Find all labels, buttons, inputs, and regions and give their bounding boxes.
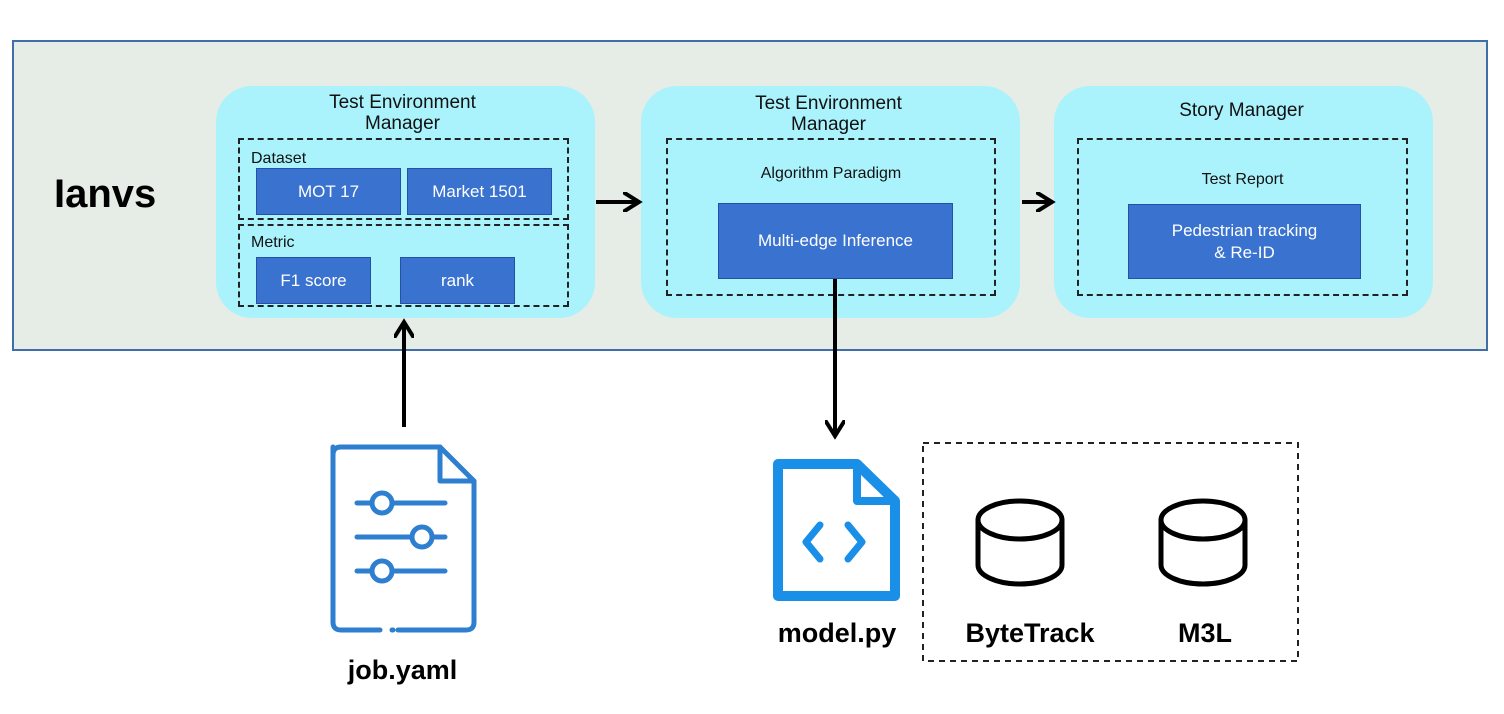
story-manager-panel: [1054, 86, 1433, 318]
job-config-file-icon: [330, 444, 477, 633]
database-icon: [975, 498, 1065, 587]
ianvs-title: Ianvs: [54, 172, 157, 216]
dataset-market1501: Market 1501: [407, 168, 552, 215]
panel-2-title: Test Environment Manager: [755, 93, 902, 135]
algorithm-paradigm-label: Algorithm Paradigm: [760, 165, 902, 182]
metric-group: [238, 224, 569, 307]
story-manager-title: Story Manager: [1179, 100, 1304, 121]
algorithm-bytetrack: ByteTrack: [965, 618, 1095, 648]
pedestrian-tracking-box: Pedestrian tracking & Re-ID: [1128, 204, 1361, 279]
algorithm-paradigm-group: [666, 138, 996, 296]
dataset-label: Dataset: [251, 150, 307, 167]
metric-rank: rank: [400, 257, 515, 304]
test-report-label: Test Report: [1201, 171, 1284, 188]
test-env-manager-panel-2: [641, 86, 1020, 318]
model-py-label: model.py: [777, 618, 897, 648]
metric-label: Metric: [251, 234, 295, 251]
job-yaml-label: job.yaml: [347, 655, 458, 685]
code-file-icon: [773, 459, 900, 601]
panel-1-title: Test Environment Manager: [329, 92, 476, 134]
dataset-group: [238, 138, 569, 220]
algorithm-m3l: M3L: [1178, 618, 1232, 648]
dataset-mot17: MOT 17: [256, 168, 401, 215]
metric-f1-score: F1 score: [256, 257, 371, 304]
database-icon: [1158, 498, 1248, 587]
multi-edge-inference-box: Multi-edge Inference: [718, 203, 953, 279]
test-report-group: [1077, 138, 1408, 296]
algorithms-group: [922, 442, 1299, 662]
